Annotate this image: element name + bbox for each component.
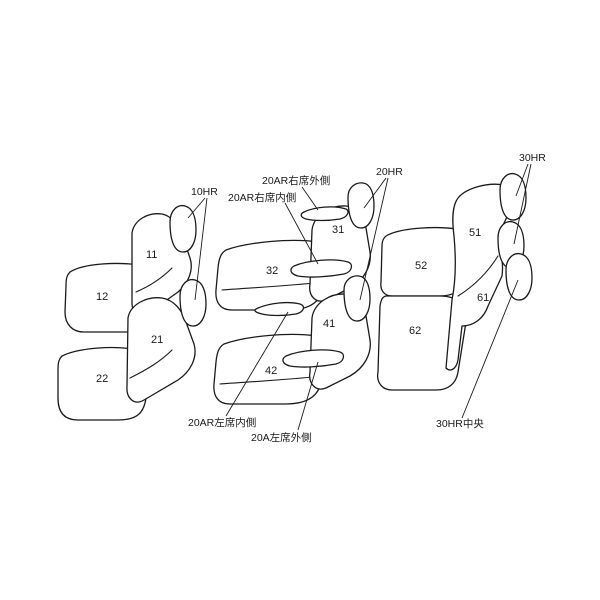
seat-group-row3 — [376, 172, 533, 391]
label-30hr: 30HR — [519, 152, 546, 164]
leader-10hr-upper — [187, 197, 206, 219]
headrest-30hr-top — [499, 172, 527, 221]
seat-back-21-fold — [129, 349, 173, 379]
label-30hr-center: 30HR中央 — [436, 417, 484, 430]
headrest-10hr-upper — [169, 204, 197, 253]
seat-number-12: 12 — [96, 291, 108, 303]
seat-group-row2 — [213, 182, 375, 405]
headrest-20hr-upper — [347, 182, 375, 229]
armrest-20ar-left-inner — [254, 301, 305, 317]
leader-30hr-top — [515, 163, 529, 197]
seat-number-52: 52 — [415, 260, 427, 272]
seat-number-22: 22 — [96, 373, 108, 385]
label-20ar-right-outer: 20AR右席外側 — [262, 174, 330, 187]
leader-20ar-right-inner — [284, 202, 319, 265]
headrest-10hr-lower — [179, 278, 207, 327]
leader-20a-left-outer — [297, 361, 319, 431]
seat-group-row1 — [57, 204, 207, 421]
leader-30hr-middle — [513, 163, 532, 245]
seat-number-31: 31 — [332, 224, 344, 236]
seat-number-32: 32 — [266, 265, 278, 277]
seat-back-11-fold — [135, 267, 173, 293]
label-20a-left-outer: 20A左席外側 — [251, 431, 312, 444]
seat-cushion-32 — [215, 239, 333, 311]
armrest-20a-left-outer — [282, 349, 345, 368]
label-20ar-left-inner: 20AR左席内側 — [188, 416, 256, 429]
leader-20ar-left-inner — [225, 311, 289, 417]
leader-lines — [187, 163, 532, 431]
seat-number-11: 11 — [146, 249, 157, 261]
seat-number-21: 21 — [151, 334, 163, 346]
seat-number-51: 51 — [469, 227, 481, 239]
leader-20hr-lower — [359, 177, 389, 301]
label-10hr: 10HR — [191, 186, 218, 198]
label-20hr: 20HR — [376, 166, 403, 178]
headrest-30hr-bottom — [505, 252, 533, 301]
seat-number-61: 61 — [477, 292, 489, 304]
seat-number-62: 62 — [409, 325, 421, 337]
leader-20hr-upper — [363, 177, 387, 209]
armrest-20ar-right-outer — [300, 206, 349, 222]
seat-back-51-61-fold — [457, 255, 499, 297]
label-20ar-right-inner: 20AR右席内側 — [228, 191, 296, 204]
leader-30hr-center — [461, 279, 519, 419]
seat-number-42: 42 — [265, 365, 277, 377]
seat-back-21 — [126, 297, 196, 403]
seat-numbers: 11 12 21 22 31 32 41 42 51 52 61 62 — [96, 224, 489, 385]
headrest-20hr-lower — [343, 275, 371, 322]
leader-20ar-right-outer — [301, 186, 319, 211]
seat-number-41: 41 — [323, 318, 335, 330]
part-labels: 10HR 20HR 30HR 20AR右席外側 20AR右席内側 20AR左席内… — [188, 152, 546, 444]
leader-10hr-lower — [194, 197, 208, 301]
armrest-20ar-right-inner — [290, 259, 353, 278]
